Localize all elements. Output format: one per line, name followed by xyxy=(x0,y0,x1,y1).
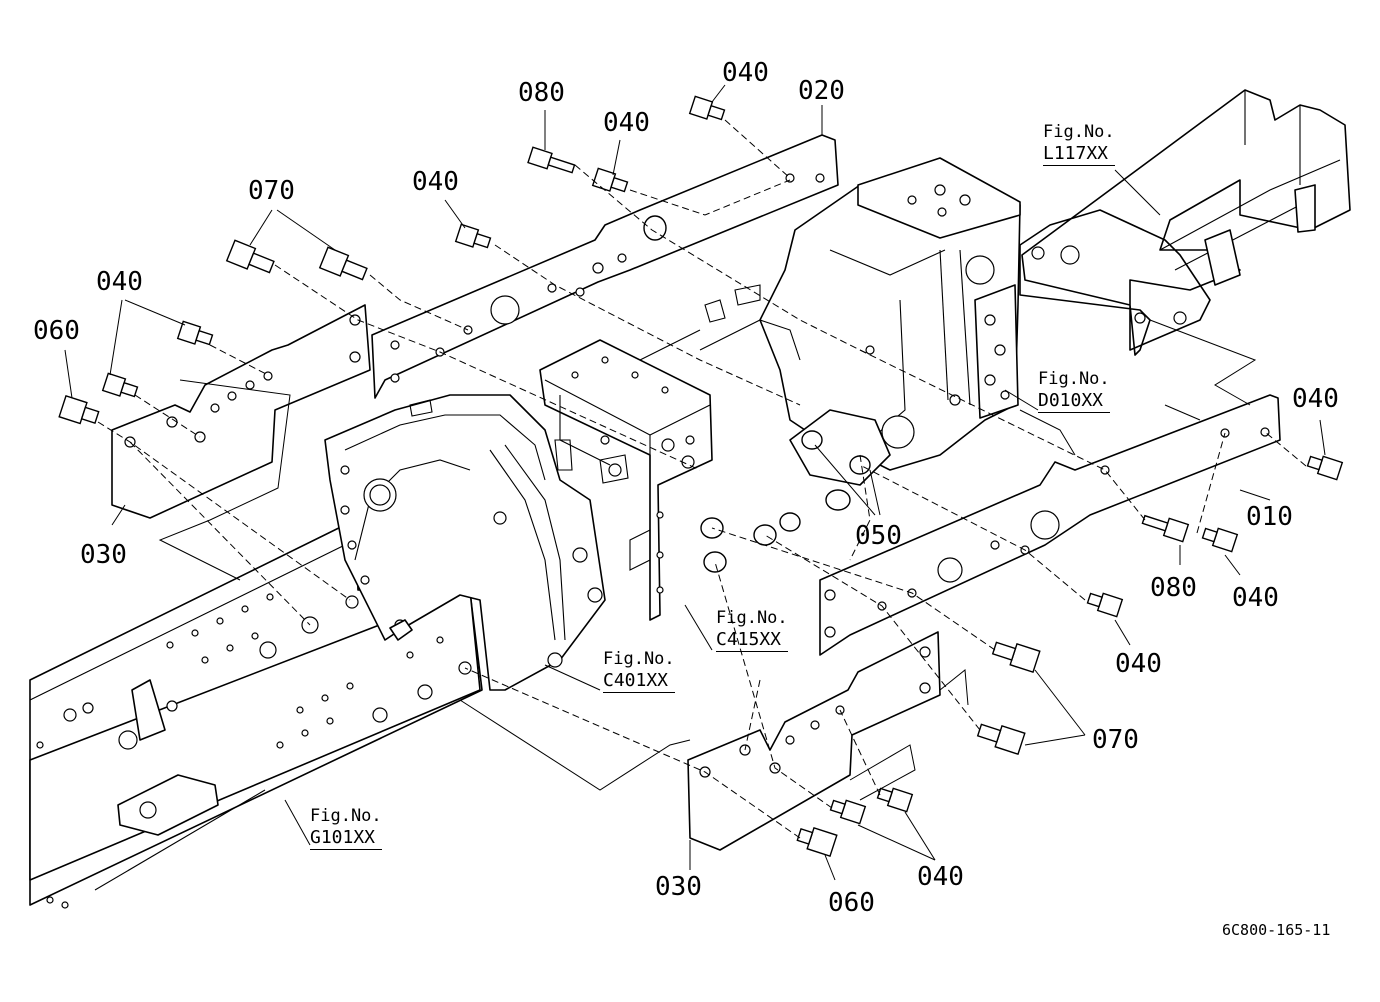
fig-ref-l117xx[interactable]: Fig.No. L117XX xyxy=(1043,124,1115,166)
transmission-mid-case xyxy=(639,157,1021,486)
part-label-040-top-a: 040 xyxy=(722,58,769,88)
part-label-030-bottom: 030 xyxy=(655,872,702,902)
part-label-070-bottom: 070 xyxy=(1092,725,1139,755)
drawing-number: 6C800-165-11 xyxy=(1222,921,1331,939)
part-label-080-top: 080 xyxy=(518,78,565,108)
part-label-040-right-b: 040 xyxy=(1232,583,1279,613)
bolts xyxy=(58,95,1344,858)
part-label-040-bottom: 040 xyxy=(917,862,964,892)
assembly-dashed-lines xyxy=(97,119,1307,839)
part-label-040-right: 040 xyxy=(1292,384,1339,414)
part-label-010: 010 xyxy=(1246,502,1293,532)
fig-ref-prefix: Fig.No. xyxy=(1043,122,1115,142)
clutch-housing xyxy=(324,394,629,691)
part-label-040-top-b: 040 xyxy=(603,108,650,138)
leader-lines xyxy=(64,84,1326,881)
part-label-080-right: 080 xyxy=(1150,573,1197,603)
transmission-front-case xyxy=(539,339,713,621)
part-label-040-right-c: 040 xyxy=(1115,649,1162,679)
part-label-040-left: 040 xyxy=(96,267,143,297)
part-label-020: 020 xyxy=(798,76,845,106)
fig-ref-prefix: Fig.No. xyxy=(310,806,382,826)
side-plate-020 xyxy=(371,134,839,399)
fig-ref-prefix: Fig.No. xyxy=(716,608,788,628)
part-label-060-left: 060 xyxy=(33,316,80,346)
part-label-040-upper: 040 xyxy=(412,167,459,197)
side-plate-010 xyxy=(819,394,1281,656)
part-label-060-bottom: 060 xyxy=(828,888,875,918)
fig-ref-code: C401XX xyxy=(603,672,675,693)
side-plate-030-bottom xyxy=(687,631,941,851)
fig-ref-c415xx[interactable]: Fig.No. C415XX xyxy=(716,610,788,652)
fig-ref-code: C415XX xyxy=(716,631,788,652)
front-frame-rails xyxy=(29,519,483,909)
rear-hitch-frame xyxy=(1019,89,1351,356)
fig-ref-prefix: Fig.No. xyxy=(1038,369,1110,389)
phantom-lines xyxy=(158,319,1257,801)
fig-ref-g101xx[interactable]: Fig.No. G101XX xyxy=(310,808,382,850)
dowel-pins xyxy=(643,215,871,573)
part-label-070-top: 070 xyxy=(248,176,295,206)
fig-ref-c401xx[interactable]: Fig.No. C401XX xyxy=(603,651,675,693)
fig-ref-code: G101XX xyxy=(310,829,382,850)
fig-ref-d010xx[interactable]: Fig.No. D010XX xyxy=(1038,371,1110,413)
fig-ref-prefix: Fig.No. xyxy=(603,649,675,669)
part-label-030-left: 030 xyxy=(80,540,127,570)
fig-ref-code: D010XX xyxy=(1038,392,1110,413)
side-plate-030-left xyxy=(111,304,371,519)
fig-ref-code: L117XX xyxy=(1043,145,1115,166)
part-label-050: 050 xyxy=(855,521,902,551)
